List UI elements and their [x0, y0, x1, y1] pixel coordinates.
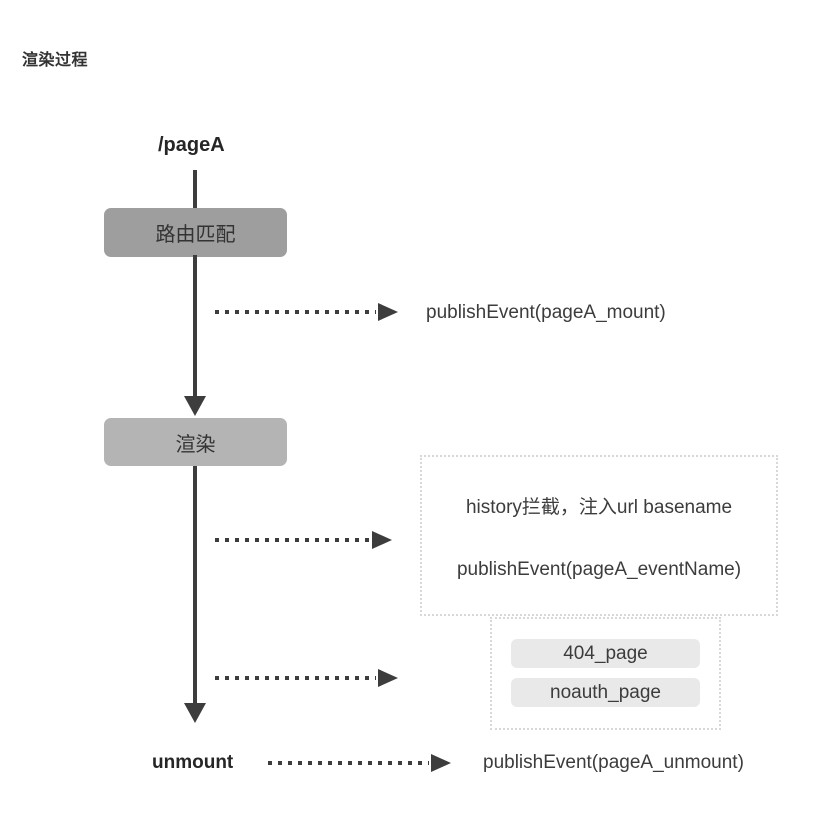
pill-noauth-page[interactable]: noauth_page	[511, 678, 700, 707]
dotted-arrow-eventname-head	[372, 531, 392, 549]
panel-render-details	[420, 455, 778, 616]
flow-line-segment-2	[193, 255, 197, 398]
process-box-route-match[interactable]: 路由匹配	[104, 208, 287, 257]
dotted-arrow-pages-head	[378, 669, 398, 687]
panel-render-line-1: history拦截，注入url basename	[465, 497, 733, 518]
dotted-arrow-pages-line	[215, 676, 376, 680]
dotted-arrow-unmount-line	[268, 761, 429, 765]
panel-error-pages	[490, 617, 721, 730]
dotted-arrow-mount-line	[215, 310, 376, 314]
process-box-route-match-label: 路由匹配	[155, 224, 236, 246]
dotted-arrow-eventname	[215, 531, 393, 549]
pill-404-page-label: 404_page	[563, 642, 648, 664]
process-box-render-label: 渲染	[175, 433, 216, 456]
dotted-arrow-mount-head	[378, 303, 398, 321]
event-label-unmount: publishEvent(pageA_unmount)	[483, 752, 744, 773]
dotted-arrow-pages	[215, 669, 400, 687]
flow-line-segment-1	[193, 170, 197, 212]
flow-line-segment-3	[193, 466, 197, 705]
dotted-arrow-eventname-line	[215, 538, 370, 542]
panel-render-line-2: publishEvent(pageA_eventName)	[456, 559, 742, 580]
flow-arrowhead-to-unmount	[184, 703, 206, 723]
dotted-arrow-unmount	[268, 754, 453, 772]
page-title: 渲染过程	[22, 52, 89, 69]
pill-noauth-page-label: noauth_page	[550, 681, 661, 703]
flow-arrowhead-to-render	[184, 396, 206, 416]
process-box-render[interactable]: 渲染	[104, 418, 287, 466]
dotted-arrow-unmount-head	[431, 754, 451, 772]
event-label-mount: publishEvent(pageA_mount)	[426, 302, 666, 323]
pill-404-page[interactable]: 404_page	[511, 639, 700, 668]
entry-label-pagea: /pageA	[158, 134, 225, 156]
dotted-arrow-mount	[215, 303, 400, 321]
end-label-unmount: unmount	[152, 752, 234, 773]
